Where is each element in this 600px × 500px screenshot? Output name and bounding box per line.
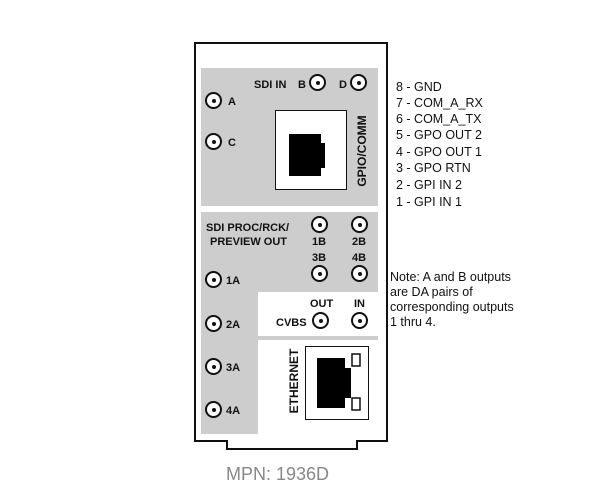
outputs-note: Note: A and B outputs are DA pairs of co… [390,270,514,330]
panel-bottom-tab [226,440,358,450]
out-1b-label: 1B [312,236,327,248]
out-2a-label: 2A [226,319,241,331]
out-1b-connector[interactable] [311,216,328,233]
pinout-item: 4 - GPO OUT 1 [396,145,482,159]
cvbs-out-label: OUT [310,298,334,310]
cvbs-label: CVBS [276,317,307,329]
sdi-in-b-label: B [298,79,306,91]
gpio-comm-label: GPIO/COMM [355,115,369,187]
cvbs-in-connector[interactable] [351,312,368,329]
ethernet-label: ETHERNET [287,348,301,414]
out-4a-connector[interactable] [205,401,222,418]
sdi-in-b-connector[interactable] [309,74,326,91]
cvbs-in-label: IN [354,298,365,310]
out-4a-label: 4A [226,405,241,417]
rj45-gpio-icon [289,134,325,176]
pinout-item: 3 - GPO RTN [396,161,471,175]
cvbs-out-connector[interactable] [312,312,329,329]
out-4b-label: 4B [352,252,367,264]
out-2b-connector[interactable] [351,216,368,233]
out-1a-connector[interactable] [205,271,222,288]
sdi-in-d-connector[interactable] [350,74,367,91]
sdi-in-d-label: D [339,79,347,91]
sdi-in-label: SDI IN [254,79,287,91]
note-line: corresponding outputs [390,300,514,314]
out-3a-label: 3A [226,362,241,374]
note-line: 1 thru 4. [390,315,436,329]
ethernet-port[interactable] [305,346,369,420]
mpn-caption: MPN: 1936D [226,464,330,484]
note-line: are DA pairs of [390,285,473,299]
gpio-comm-port-area [275,110,347,190]
pinout-item: 6 - COM_A_TX [396,112,482,126]
out-3b-label: 3B [312,252,327,264]
out-3b-connector[interactable] [311,265,328,282]
sdi-in-c-connector[interactable] [205,133,222,150]
pinout-item: 1 - GPI IN 1 [396,195,462,209]
out-3a-connector[interactable] [205,358,222,375]
sdi-out-label-line2: PREVIEW OUT [210,236,288,248]
pinout-item: 7 - COM_A_RX [396,96,483,110]
out-4b-connector[interactable] [351,265,368,282]
pinout-item: 5 - GPO OUT 2 [396,128,482,142]
out-1a-label: 1A [226,275,241,287]
note-line: Note: A and B outputs [390,270,511,284]
sdi-in-a-connector[interactable] [205,92,222,109]
sdi-in-a-label: A [228,96,236,108]
sdi-in-c-label: C [228,137,236,149]
out-2b-label: 2B [352,236,367,248]
pinout-item: 8 - GND [396,80,442,94]
sdi-out-label-line1: SDI PROC/RCK/ [206,222,290,234]
pinout-item: 2 - GPI IN 2 [396,178,462,192]
rj45-ethernet-icon [317,353,361,411]
cvbs-ethernet-divider [258,336,378,340]
out-2a-connector[interactable] [205,315,222,332]
